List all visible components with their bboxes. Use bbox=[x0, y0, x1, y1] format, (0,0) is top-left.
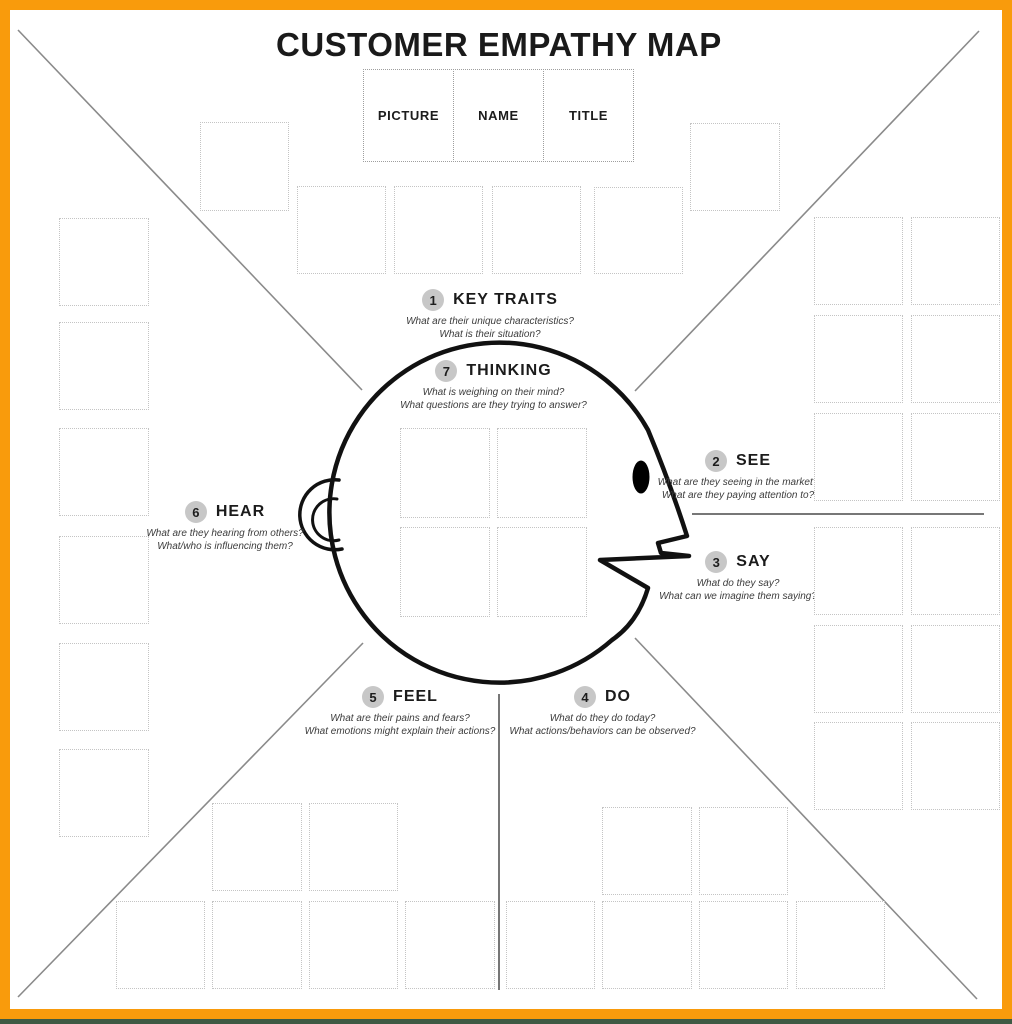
section-question: What actions/behaviors can be observed? bbox=[509, 725, 696, 737]
note-slot bbox=[911, 527, 1000, 615]
note-slot bbox=[200, 122, 289, 211]
section-number-badge: 3 bbox=[705, 551, 728, 573]
page-title: CUSTOMER EMPATHY MAP bbox=[276, 26, 722, 63]
eye-icon bbox=[632, 460, 650, 494]
note-slot bbox=[59, 428, 149, 516]
section-label: THINKING bbox=[466, 362, 552, 379]
section-label: HEAR bbox=[215, 503, 266, 520]
section-question: What are they seeing in the market? bbox=[657, 477, 819, 488]
persona-header-fields: PICTURE NAME TITLE bbox=[363, 69, 634, 162]
note-slot bbox=[212, 901, 302, 989]
note-slot bbox=[309, 803, 398, 891]
section-question: What/who is influencing them? bbox=[157, 540, 293, 552]
note-slot bbox=[911, 217, 1000, 305]
section-number-badge: 1 bbox=[422, 289, 445, 311]
section-number-badge: 2 bbox=[704, 450, 727, 472]
section-hear: 6 HEAR What are they hearing from others… bbox=[115, 501, 335, 553]
name-field: NAME bbox=[453, 69, 544, 162]
note-slot bbox=[911, 722, 1000, 810]
picture-field: PICTURE bbox=[363, 69, 454, 162]
section-question: What do they do today? bbox=[549, 713, 656, 724]
section-number-badge: 6 bbox=[184, 501, 207, 523]
title-field: TITLE bbox=[543, 69, 634, 162]
note-slot bbox=[400, 428, 490, 518]
section-question: What do they say? bbox=[696, 578, 780, 589]
section-thinking: 7 THINKING What is weighing on their min… bbox=[386, 360, 601, 412]
note-slot bbox=[796, 901, 885, 989]
section-key-traits: 1 KEY TRAITS What are their unique chara… bbox=[380, 289, 600, 341]
note-slot bbox=[212, 803, 302, 891]
section-number-badge: 5 bbox=[362, 686, 385, 708]
note-slot bbox=[699, 901, 788, 989]
section-question: What are they hearing from others? bbox=[146, 528, 304, 539]
note-slot bbox=[594, 187, 683, 274]
section-number-badge: 7 bbox=[435, 360, 458, 382]
note-slot bbox=[492, 186, 581, 274]
section-label: SAY bbox=[736, 553, 771, 570]
note-slot bbox=[814, 625, 903, 713]
note-slot bbox=[59, 536, 149, 624]
section-question: What questions are they trying to answer… bbox=[400, 399, 587, 411]
quadrant-diagonal-lines bbox=[17, 29, 980, 1000]
note-slot bbox=[116, 901, 205, 989]
section-question: What are they paying attention to? bbox=[661, 489, 815, 501]
section-label: KEY TRAITS bbox=[453, 291, 558, 308]
section-question: What is weighing on their mind? bbox=[422, 387, 565, 398]
note-slot bbox=[506, 901, 595, 989]
note-slot bbox=[497, 428, 587, 518]
note-slot bbox=[911, 315, 1000, 403]
section-do: 4 DO What do they do today? What actions… bbox=[495, 686, 710, 738]
note-slot bbox=[297, 186, 386, 274]
note-slot bbox=[699, 807, 788, 895]
note-slot bbox=[59, 218, 149, 306]
note-slot bbox=[814, 217, 903, 305]
note-slot bbox=[814, 315, 903, 403]
footer-strip bbox=[0, 1019, 1012, 1024]
note-slot bbox=[814, 413, 903, 501]
note-slot bbox=[602, 901, 692, 989]
note-slot bbox=[405, 901, 495, 989]
section-label: FEEL bbox=[393, 688, 438, 705]
note-slot bbox=[602, 807, 692, 895]
note-slot bbox=[911, 413, 1000, 501]
note-slot bbox=[59, 322, 149, 410]
note-slot bbox=[59, 643, 149, 731]
section-feel: 5 FEEL What are their pains and fears? W… bbox=[290, 686, 510, 738]
note-slot bbox=[59, 749, 149, 837]
section-number-badge: 4 bbox=[574, 686, 596, 708]
section-question: What emotions might explain their action… bbox=[304, 725, 496, 737]
ear-icon bbox=[298, 478, 344, 552]
section-question: What are their unique characteristics? bbox=[406, 316, 574, 327]
note-slot bbox=[497, 527, 587, 617]
note-slot bbox=[394, 186, 483, 274]
section-label: DO bbox=[605, 688, 631, 705]
section-label: SEE bbox=[735, 452, 771, 469]
note-slot bbox=[911, 625, 1000, 713]
section-see: 2 SEE What are they seeing in the market… bbox=[630, 450, 846, 502]
note-slot bbox=[814, 722, 903, 810]
note-slot bbox=[309, 901, 398, 989]
inner-ear-icon bbox=[311, 497, 341, 543]
section-question: What is their situation? bbox=[439, 328, 541, 340]
section-question: What are their pains and fears? bbox=[330, 713, 470, 724]
section-say: 3 SAY What do they say? What can we imag… bbox=[630, 551, 846, 603]
note-slot bbox=[814, 527, 903, 615]
note-slot bbox=[400, 527, 490, 617]
note-slot bbox=[690, 123, 780, 211]
section-question: What can we imagine them saying? bbox=[659, 590, 817, 602]
